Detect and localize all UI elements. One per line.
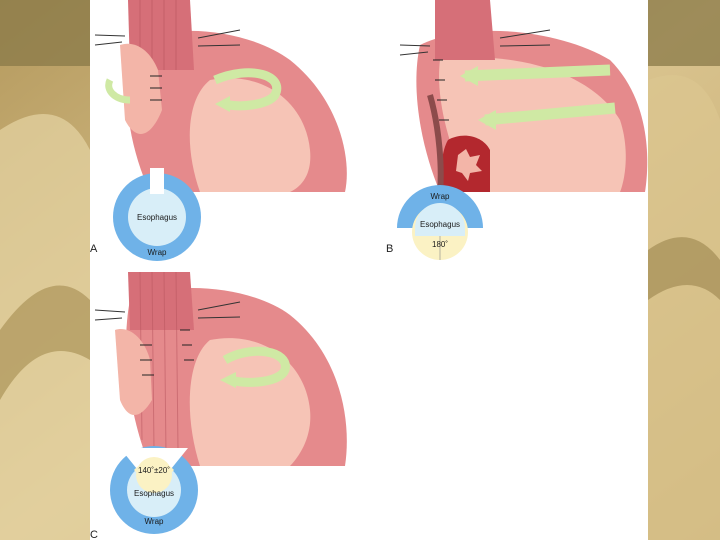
rotation-arrow-icon [105,68,282,112]
panel-a-esophagus-label: Esophagus [136,213,178,222]
panel-b-angle-label: 180˚ [431,240,449,249]
panel-b-cross-section [397,185,483,260]
suture-icon [140,329,194,376]
suture-icon [433,59,449,121]
panel-c-esophagus-label: Esophagus [133,489,175,498]
panel-c-anatomy [94,271,347,534]
figure-slide: A B C Esophagus Wrap Wrap Esophagus 180˚… [90,0,648,541]
panel-b-wrap-label: Wrap [430,192,450,201]
panel-a-cross-section [113,168,201,261]
panel-b-anatomy [397,0,648,260]
panel-c-angle-label: 140˚±20˚ [138,466,170,475]
fundoplication-figure [94,0,648,534]
suture-icon [150,75,162,101]
panel-c-letter: C [90,529,98,541]
rotation-arrow-icon [220,346,290,388]
panel-a-wrap-label: Wrap [147,248,167,257]
panel-b-letter: B [386,243,394,255]
panel-a-anatomy [94,0,347,261]
panel-c-wrap-label: Wrap [144,517,164,526]
panel-b-esophagus-label: Esophagus [419,220,461,229]
panel-c-cross-section [110,446,198,534]
rotation-arrow-icon [460,64,616,130]
panel-a-letter: A [90,243,98,255]
